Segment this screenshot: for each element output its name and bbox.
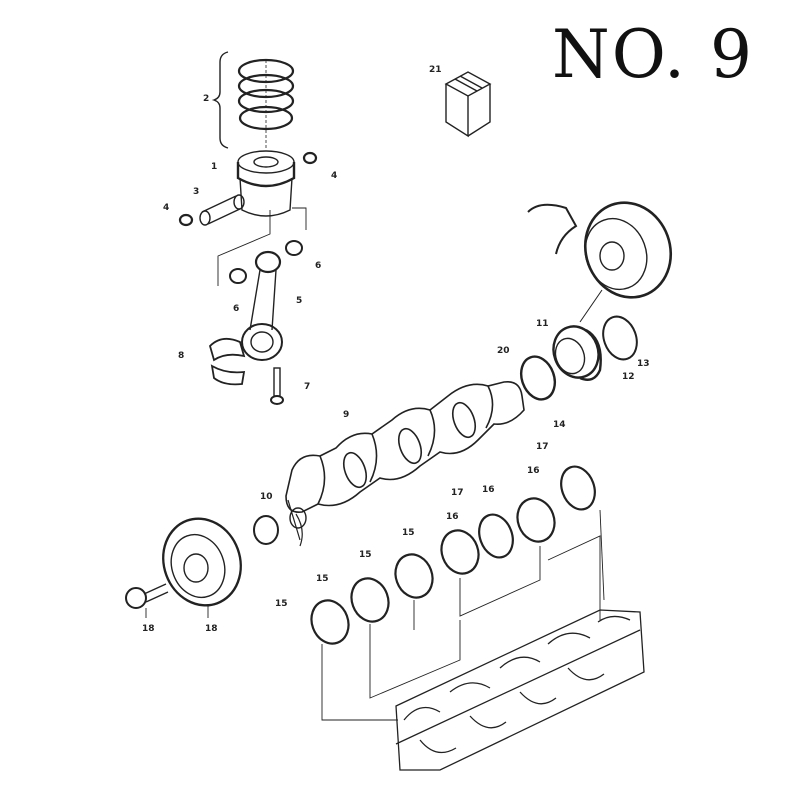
part-callout-8: 8 (178, 351, 185, 361)
part-callout-9: 9 (343, 410, 350, 420)
part-callout-6: 6 (315, 261, 322, 271)
part-callout-20: 20 (497, 346, 510, 356)
crankshaft (285, 380, 525, 547)
piston-rings (237, 58, 295, 150)
front-gear (253, 507, 307, 545)
part-callout-7: 7 (304, 382, 311, 392)
engine-block (395, 609, 645, 771)
part-callout-15: 15 (402, 528, 415, 538)
bushing-left (229, 268, 247, 284)
part-callout-2: 2 (203, 94, 210, 104)
part-callout-4: 4 (163, 203, 170, 213)
main-bearings (310, 497, 556, 645)
part-callout-4: 4 (331, 171, 338, 181)
part-callout-13: 13 (637, 359, 650, 369)
leader-lines (321, 509, 605, 721)
rod-bearing (208, 337, 246, 386)
part-callout-6: 6 (233, 304, 240, 314)
part-callout-14: 14 (553, 420, 566, 430)
piston-ring-bracket (211, 51, 229, 149)
part-callout-16: 16 (527, 466, 540, 476)
part-callout-10: 10 (260, 492, 273, 502)
part-callout-11: 11 (536, 319, 549, 329)
part-callout-15: 15 (316, 574, 329, 584)
part-callout-21: 21 (429, 65, 442, 75)
part-callout-12: 12 (622, 372, 635, 382)
part-callout-18: 18 (205, 624, 218, 634)
connecting-rod (241, 250, 283, 361)
rod-bolt (270, 367, 284, 405)
thrust-washers (478, 465, 596, 559)
bushing-right (285, 240, 303, 256)
crankshaft-gear (552, 325, 602, 381)
part-callout-17: 17 (536, 442, 549, 452)
piston (236, 150, 296, 217)
part-callout-16: 16 (446, 512, 459, 522)
kit-box (444, 71, 492, 138)
snap-ring-right (302, 151, 318, 165)
part-callout-18: 18 (142, 624, 155, 634)
part-callout-17: 17 (451, 488, 464, 498)
part-callout-16: 16 (482, 485, 495, 495)
piston-pin (199, 194, 245, 226)
flywheel (527, 201, 673, 323)
seal-ring (602, 315, 638, 361)
part-callout-5: 5 (296, 296, 303, 306)
o-ring (519, 355, 557, 401)
page-title: NO. 9 (552, 16, 754, 93)
pulley (162, 517, 242, 618)
snap-ring-left (178, 213, 194, 227)
part-callout-15: 15 (275, 599, 288, 609)
part-callout-15: 15 (359, 550, 372, 560)
part-callout-1: 1 (211, 162, 218, 172)
pulley-bolt (125, 583, 169, 618)
part-callout-3: 3 (193, 187, 200, 197)
